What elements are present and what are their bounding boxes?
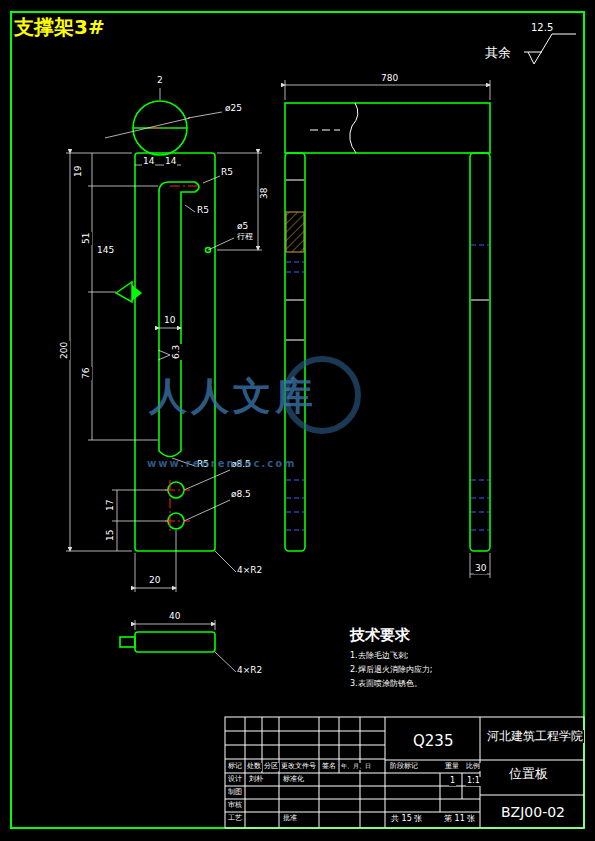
- note-text: 设计: [227, 776, 243, 784]
- note-text: 更改文件号: [280, 763, 317, 771]
- note-text: 年、月、日: [340, 763, 372, 770]
- dimension-label: 15: [106, 529, 116, 542]
- note-text: 1:1: [466, 777, 481, 786]
- dimension-label: 2: [156, 76, 164, 86]
- note-text: 重量: [444, 763, 460, 771]
- note-text: 共 15 张: [390, 815, 423, 824]
- dimension-label: 19: [74, 165, 84, 178]
- dimension-label: 行程: [236, 233, 254, 242]
- note-text: 位置板: [508, 767, 549, 781]
- note-text: 签名: [321, 763, 337, 771]
- note-text: 制图: [227, 789, 243, 797]
- dimension-label: 780: [380, 74, 399, 84]
- dimension-label: 17: [106, 499, 116, 512]
- note-text: 河北建筑工程学院: [486, 730, 584, 743]
- note-text: 批准: [282, 815, 298, 823]
- dimension-label: 145: [96, 246, 115, 256]
- note-text: 1.去除毛边飞刺;: [349, 652, 409, 661]
- note-text: 阶段标记: [389, 763, 419, 771]
- dimension-label: 40: [168, 612, 181, 622]
- note-text: 12.5: [530, 22, 554, 33]
- note-text: 1: [449, 777, 456, 786]
- sheet-title: 支撑架3#: [14, 16, 105, 38]
- watermark: 人人文库: [148, 376, 318, 418]
- dimension-label: 30: [474, 564, 487, 574]
- note-text: 分区: [263, 763, 279, 771]
- note-text: 标记: [227, 763, 243, 771]
- note-text: 审核: [227, 802, 243, 810]
- dimension-label: R5: [196, 206, 210, 216]
- note-text: BZJ00-02: [500, 805, 566, 820]
- dimension-label: 200: [60, 341, 70, 360]
- dimension-label: 14: [164, 157, 177, 167]
- dimension-label: 76: [82, 367, 92, 380]
- note-text: 刘朴: [248, 776, 264, 784]
- dimension-label: 4×R2: [236, 566, 263, 576]
- note-text: 第 11 张: [443, 815, 476, 824]
- note-text: 标准化: [282, 776, 305, 784]
- note-text: 处数: [246, 763, 262, 771]
- dimension-label: 51: [82, 232, 92, 245]
- note-text: 比例: [465, 763, 481, 771]
- dimension-label: ø8.5: [230, 490, 252, 500]
- note-text: 工艺: [227, 815, 243, 823]
- note-text: 技术要求: [349, 627, 411, 644]
- dimension-label: 4×R2: [236, 666, 263, 676]
- dimension-label: ø25: [224, 104, 243, 114]
- dimension-label: R5: [220, 168, 234, 178]
- dimension-label: 38: [260, 187, 270, 200]
- note-text: Q235: [412, 733, 454, 750]
- watermark: www.renrendoc.com: [146, 458, 298, 469]
- note-text: 其余: [484, 46, 512, 60]
- note-text: 3.表面喷涂防锈色。: [349, 680, 423, 689]
- dimension-label: 6.3: [172, 344, 182, 360]
- dimension-label: 14: [142, 157, 155, 167]
- dimension-label: 20: [148, 576, 161, 586]
- note-text: 2.焊后退火消除内应力;: [349, 666, 433, 675]
- dimension-label: ø5: [236, 222, 249, 232]
- dimension-label: 10: [163, 316, 176, 326]
